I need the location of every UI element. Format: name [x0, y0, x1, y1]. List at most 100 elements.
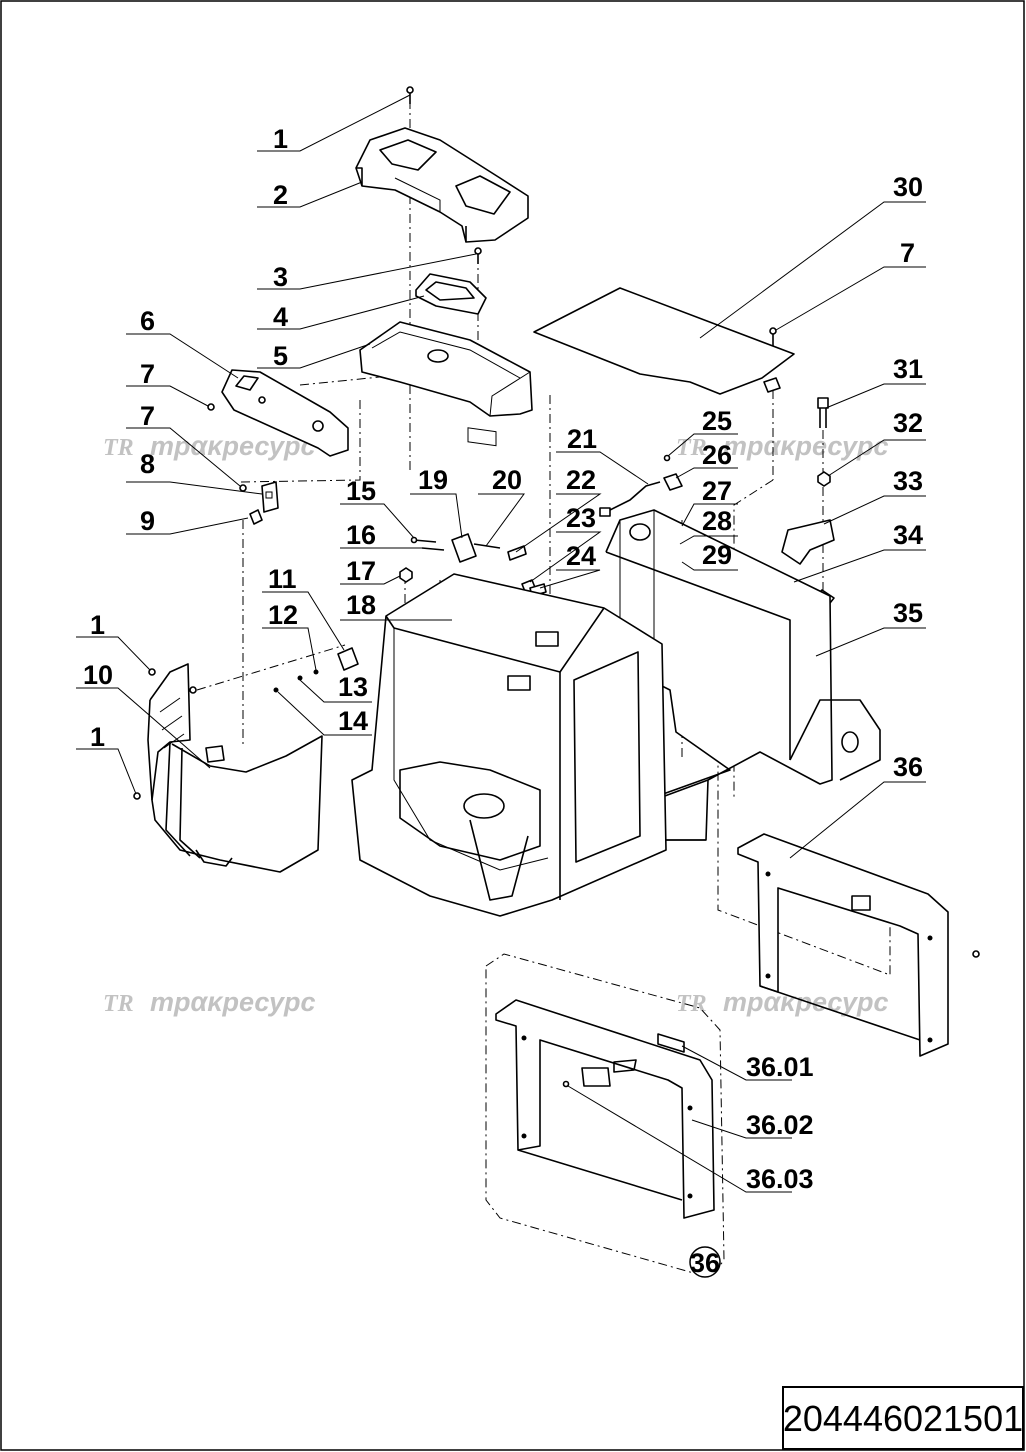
- callout-1-b: 1: [76, 610, 151, 671]
- screw-7-a: [207, 403, 215, 411]
- main-housing: [351, 573, 667, 917]
- callout-32: 32: [827, 408, 926, 477]
- hinge-11: [337, 647, 359, 671]
- callout-13: 13: [299, 672, 372, 703]
- callout-label: 1: [90, 722, 105, 752]
- bracket-19: [451, 533, 477, 563]
- screw-36-side: [972, 950, 980, 958]
- callout-label: 7: [140, 359, 155, 389]
- watermark-mid-right: TR трακресурс: [676, 987, 889, 1017]
- callout-label: 28: [702, 506, 732, 536]
- callout-28: 28: [679, 506, 738, 545]
- callout-1-c: 1: [76, 722, 137, 795]
- detail-36-subassembly: 36: [485, 953, 725, 1278]
- callout-label: 29: [702, 540, 732, 570]
- callout-22: 22: [515, 465, 602, 553]
- switch-body-26: [663, 473, 683, 491]
- latch-plate-8: [261, 481, 279, 513]
- callout-label: 2: [273, 180, 288, 210]
- bolt-31: [817, 397, 829, 428]
- screw-1-b: [148, 668, 156, 676]
- callout-label: 33: [893, 466, 923, 496]
- watermark-logo: TR: [676, 435, 707, 461]
- callout-label: 30: [893, 172, 923, 202]
- switch-25: [663, 454, 671, 462]
- clip-30b: [763, 377, 781, 393]
- pin-22: [507, 545, 527, 561]
- callout-label: 34: [893, 520, 923, 550]
- callout-label: 36.03: [746, 1164, 814, 1194]
- callout-36-01: 36.01: [681, 1045, 814, 1082]
- callout-label: 35: [893, 598, 923, 628]
- callout-8: 8: [126, 449, 263, 495]
- washer-13: [297, 675, 303, 681]
- subassembly-marker-circle: [689, 1246, 721, 1278]
- callout-31: 31: [825, 354, 926, 409]
- top-cover-2: [355, 127, 529, 243]
- clip-9: [249, 509, 263, 525]
- callout-label: 26: [702, 440, 732, 470]
- nut-32: [817, 471, 831, 487]
- callout-18: 18: [340, 590, 452, 621]
- nut-14: [273, 687, 279, 693]
- callout-label: 7: [140, 401, 155, 431]
- watermark-logo: TR: [676, 991, 707, 1017]
- callout-label: 6: [140, 306, 155, 336]
- cover-block-33: [781, 519, 835, 565]
- callout-14: 14: [277, 691, 372, 736]
- rear-cover-36: [737, 833, 949, 1057]
- side-panel-6: [221, 369, 349, 457]
- watermark-text: трακресурс: [723, 431, 889, 461]
- callout-26: 26: [675, 440, 738, 479]
- callout-label: 11: [268, 564, 297, 594]
- chassis-35: [605, 509, 881, 841]
- callout-label: 17: [346, 556, 376, 586]
- callout-label: 3: [273, 262, 288, 292]
- nut-17: [399, 567, 413, 583]
- subassembly-marker-label: 36: [690, 1248, 720, 1278]
- washer-12: [313, 669, 319, 675]
- callout-label: 5: [273, 341, 288, 371]
- callout-16: 16: [340, 520, 422, 550]
- callout-21: 21: [556, 424, 649, 485]
- screw-3: [474, 247, 482, 264]
- frame-bracket-5: [359, 321, 533, 447]
- callout-9: 9: [126, 506, 249, 536]
- callout-label: 32: [893, 408, 923, 438]
- watermark-text: трακресурс: [150, 987, 316, 1017]
- callout-10: 10: [76, 660, 211, 769]
- callout-7-b: 7: [126, 401, 241, 487]
- callout-27: 27: [681, 476, 738, 527]
- callout-15: 15: [340, 476, 415, 539]
- callout-label: 7: [900, 238, 915, 268]
- callout-label: 36: [893, 752, 923, 782]
- callout-label: 1: [90, 610, 105, 640]
- watermark-text: трακресурс: [150, 431, 316, 461]
- callout-24: 24: [539, 541, 601, 589]
- callout-label: 24: [566, 541, 596, 571]
- callout-label: 9: [140, 506, 155, 536]
- callout-25: 25: [667, 406, 738, 457]
- screw-1-c: [133, 792, 141, 800]
- callout-5: 5: [257, 341, 371, 371]
- callout-3: 3: [257, 253, 477, 292]
- callout-label: 25: [702, 406, 732, 436]
- callout-17: 17: [340, 556, 401, 586]
- callout-4: 4: [257, 295, 425, 332]
- callout-label: 10: [83, 660, 113, 690]
- document-code: 204446021501: [783, 1398, 1023, 1439]
- callout-35: 35: [815, 598, 926, 657]
- callout-23: 23: [529, 503, 602, 583]
- bumper-cover-10: [147, 663, 323, 873]
- callout-label: 19: [418, 465, 448, 495]
- bolt-16: [421, 547, 445, 551]
- watermark-top-right: TR трακресурс: [676, 431, 889, 461]
- control-panel-4: [415, 273, 487, 315]
- callout-label: 18: [346, 590, 376, 620]
- callout-20: 20: [478, 465, 525, 547]
- callout-1-top: 1: [257, 94, 411, 154]
- callout-36-03: 36.03: [567, 1085, 814, 1194]
- document-code-box: 204446021501: [782, 1386, 1024, 1450]
